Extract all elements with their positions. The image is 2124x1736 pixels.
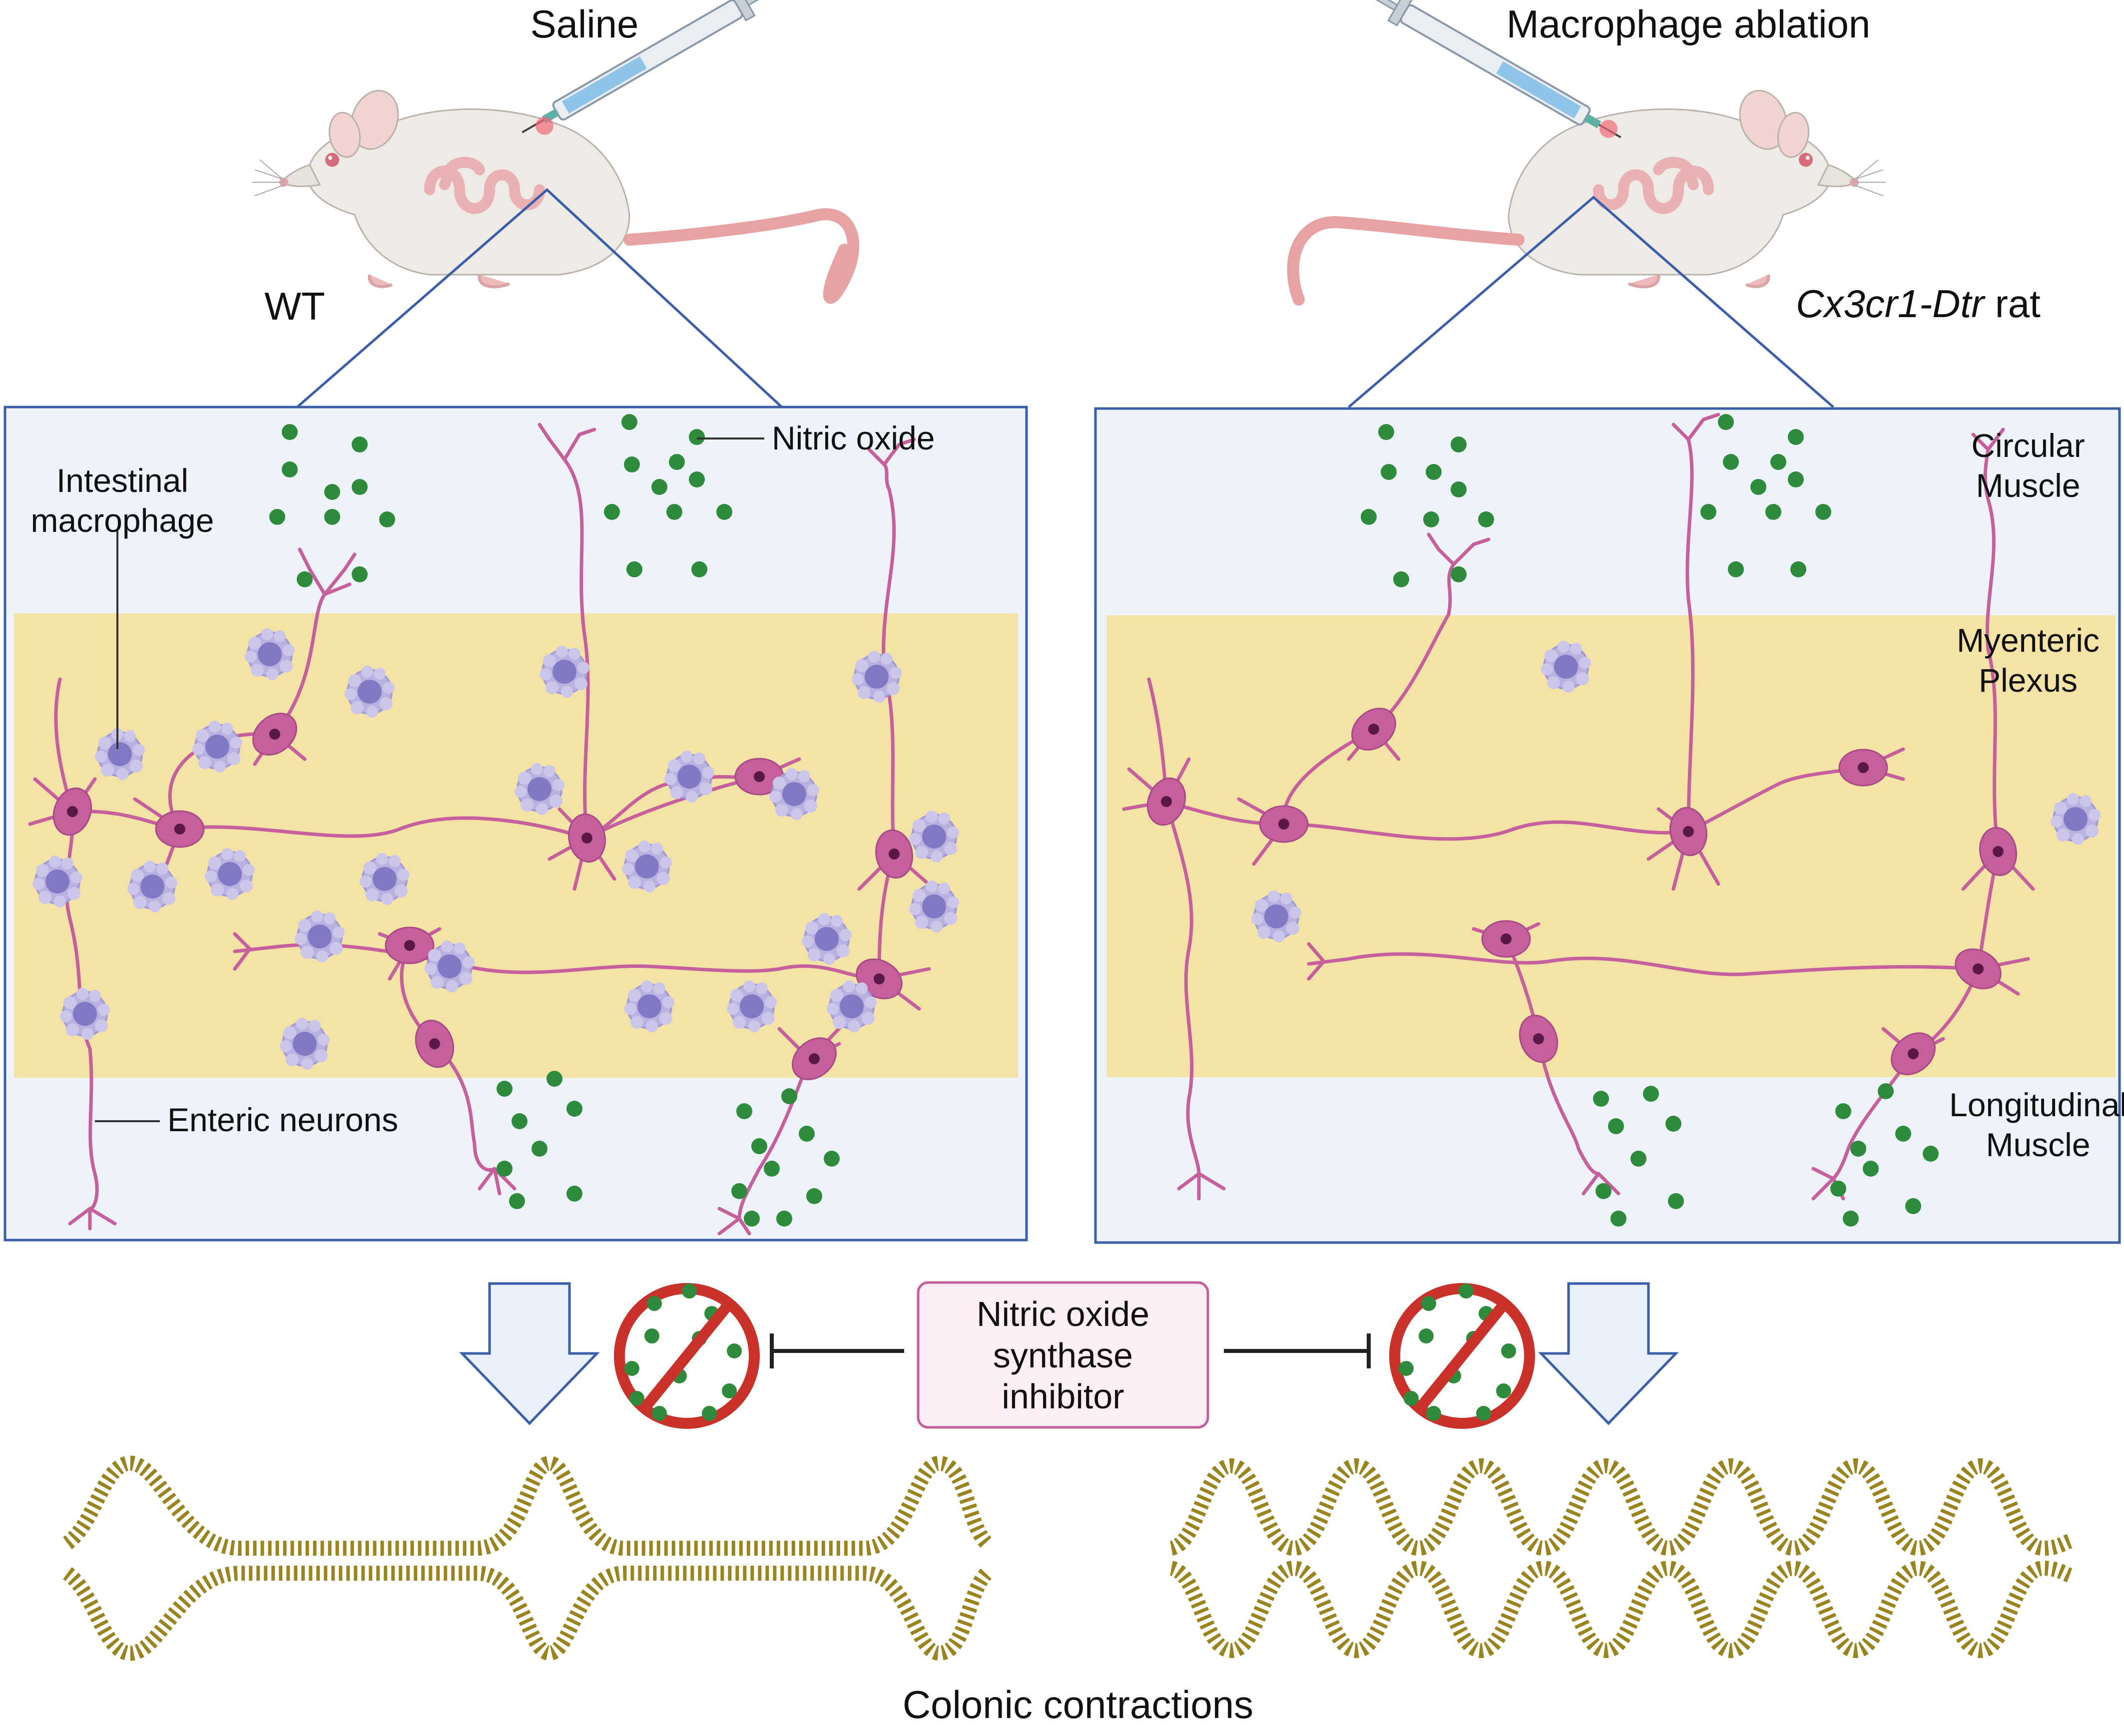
inhibitor-label-line2: synthase xyxy=(993,1336,1133,1375)
down-arrow-left xyxy=(459,1282,600,1425)
longitudinal-muscle-label-line1: Longitudinal xyxy=(1949,1086,2124,1123)
prohibit-icon xyxy=(1389,1283,1535,1429)
tail xyxy=(1287,216,1525,306)
gene-name: Cx3cr1-Dtr xyxy=(1796,282,1986,326)
macrophage-ablation-label: Macrophage ablation xyxy=(1507,2,1871,46)
down-arrow-right xyxy=(1538,1282,1679,1425)
longitudinal-muscle-label-line2: Muscle xyxy=(1986,1126,2090,1163)
wt-label: WT xyxy=(264,284,325,328)
myenteric-plexus-label-line1: Myenteric xyxy=(1957,622,2100,659)
prohibit-icon xyxy=(614,1283,760,1429)
colon-right xyxy=(1169,1458,2074,1659)
intestinal-macrophage-label-line1: Intestinal xyxy=(56,462,188,499)
neuron-cell xyxy=(385,926,435,964)
neuron-cell xyxy=(1481,920,1531,958)
intestinal-macrophage-label-line2: macrophage xyxy=(31,502,214,539)
colonic-contractions-label: Colonic contractions xyxy=(903,1683,1253,1727)
syringe-icon xyxy=(1341,0,1621,138)
right-mouse-group: Macrophage ablation Cx3cr1-Dtr rat xyxy=(1287,0,2041,326)
nitric-oxide-particles xyxy=(1361,414,1939,1227)
enteric-neurons-label: Enteric neurons xyxy=(167,1101,398,1138)
inhibitor-label-line3: inhibitor xyxy=(1002,1377,1124,1416)
nos-inhibitor-box: Nitric oxide synthase inhibitor xyxy=(917,1281,1209,1429)
neuron-cell xyxy=(1259,805,1309,843)
neuron-cell xyxy=(1838,749,1888,787)
syringe-icon xyxy=(522,0,802,133)
left-mouse-group: Saline WT xyxy=(252,0,860,328)
injection-site xyxy=(1599,120,1617,138)
neuron-cell xyxy=(155,810,205,848)
nitric-oxide-label: Nitric oxide xyxy=(772,420,935,456)
injection-site xyxy=(535,117,553,135)
inhibitor-label-line1: Nitric oxide xyxy=(977,1295,1149,1333)
myenteric-plexus-label-line2: Plexus xyxy=(1979,662,2078,699)
circular-muscle-label-line1: Circular xyxy=(1971,427,2085,464)
rat-suffix: rat xyxy=(1984,282,2041,326)
saline-label: Saline xyxy=(531,2,639,46)
cx3cr1-dtr-rat-label: Cx3cr1-Dtr rat xyxy=(1796,282,2041,326)
colon-left xyxy=(62,1455,993,1661)
zoom-lines xyxy=(296,188,1834,408)
nitric-oxide-particles xyxy=(269,414,840,1227)
right-tissue-panel: Circular Muscle Myenteric Plexus Longitu… xyxy=(1094,407,2124,1244)
circular-muscle-label-line2: Muscle xyxy=(1976,467,2080,504)
tail xyxy=(623,208,860,304)
inhibition-arrows xyxy=(770,1333,1371,1368)
left-tissue-panel: Nitric oxide Intestinal macrophage Enter… xyxy=(3,406,1028,1242)
callouts xyxy=(95,437,764,1122)
